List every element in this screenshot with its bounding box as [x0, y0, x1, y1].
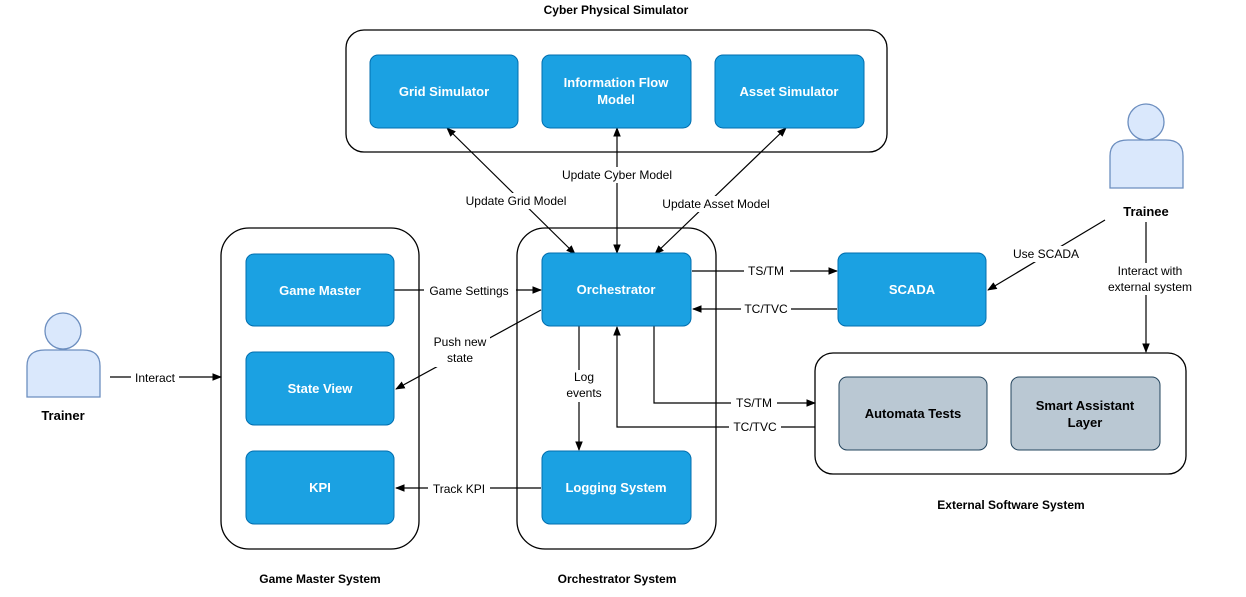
label-game-settings: Game Settings	[429, 284, 508, 298]
external-software-system-label: External Software System	[937, 498, 1084, 512]
label-log-events-line2: events	[566, 386, 601, 400]
smart-assistant-layer-label-line2: Layer	[1068, 415, 1103, 430]
game-master-system-label: Game Master System	[259, 572, 380, 586]
label-ts-tm-ext: TS/TM	[736, 396, 772, 410]
label-push-state-line1: Push new	[434, 335, 487, 349]
orchestrator-system-label: Orchestrator System	[558, 572, 677, 586]
trainer-actor-icon	[26, 312, 101, 398]
label-use-scada: Use SCADA	[1013, 247, 1079, 261]
information-flow-model-label-line2: Model	[597, 92, 635, 107]
trainee-label: Trainee	[1123, 204, 1169, 219]
edge-update-grid	[446, 127, 576, 255]
edge-update-asset	[654, 127, 787, 255]
cyber-physical-simulator-label: Cyber Physical Simulator	[544, 3, 689, 17]
kpi-node: KPI	[245, 450, 395, 525]
smart-assistant-layer-node: Smart Assistant Layer	[1010, 376, 1161, 451]
scada-node: SCADA	[837, 252, 987, 327]
grid-simulator-node: Grid Simulator	[369, 54, 519, 129]
scada-label: SCADA	[889, 282, 936, 297]
trainee-actor-icon	[1109, 103, 1184, 189]
asset-simulator-node: Asset Simulator	[714, 54, 865, 129]
label-update-asset: Update Asset Model	[662, 197, 769, 211]
logging-system-node: Logging System	[541, 450, 692, 525]
orchestrator-node: Orchestrator	[541, 252, 692, 327]
grid-simulator-label: Grid Simulator	[399, 84, 489, 99]
label-track-kpi: Track KPI	[433, 482, 485, 496]
automata-tests-node: Automata Tests	[838, 376, 988, 451]
smart-assistant-layer-label-line1: Smart Assistant	[1036, 398, 1135, 413]
label-update-grid: Update Grid Model	[466, 194, 567, 208]
state-view-node: State View	[245, 351, 395, 426]
kpi-label: KPI	[309, 480, 331, 495]
trainer-label: Trainer	[41, 408, 84, 423]
information-flow-model-label-line1: Information Flow	[564, 75, 670, 90]
state-view-label: State View	[288, 381, 354, 396]
label-log-events-line1: Log	[574, 370, 594, 384]
logging-system-label: Logging System	[565, 480, 666, 495]
label-interact-external-line2: external system	[1108, 280, 1192, 294]
orchestrator-label: Orchestrator	[577, 282, 656, 297]
label-interact: Interact	[135, 371, 176, 385]
automata-tests-label: Automata Tests	[865, 406, 962, 421]
label-ts-tm-scada: TS/TM	[748, 264, 784, 278]
label-tc-tvc-scada: TC/TVC	[744, 302, 788, 316]
label-push-state-line2: state	[447, 351, 473, 365]
asset-simulator-label: Asset Simulator	[740, 84, 839, 99]
label-interact-external-line1: Interact with	[1118, 264, 1183, 278]
game-master-label: Game Master	[279, 283, 361, 298]
game-master-node: Game Master	[245, 253, 395, 327]
information-flow-model-node: Information Flow Model	[541, 54, 692, 129]
label-tc-tvc-ext: TC/TVC	[733, 420, 777, 434]
label-update-cyber: Update Cyber Model	[562, 168, 672, 182]
